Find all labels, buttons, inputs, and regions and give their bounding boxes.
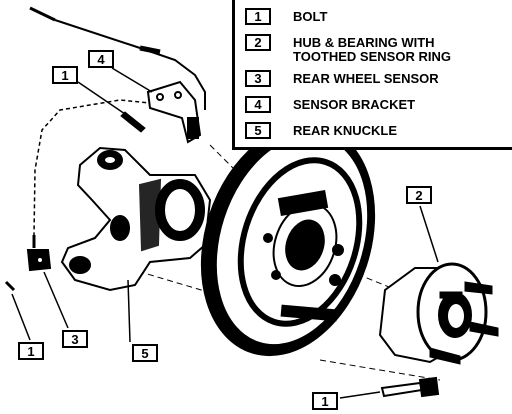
hub-bearing-assembly: [378, 262, 499, 365]
backing-plate: [200, 123, 376, 357]
legend-label: REAR KNUCKLE: [293, 122, 397, 138]
sensor-bracket: [146, 80, 202, 144]
legend-label: BOLT: [293, 8, 328, 24]
legend-item-hub-bearing: 2 HUB & BEARING WITH: [245, 32, 435, 52]
callout-bolt-top: 1: [52, 66, 78, 84]
leader-lines: [11, 67, 439, 399]
callout-sensor-bracket: 4: [88, 50, 114, 68]
hub-bolt: [380, 376, 440, 398]
legend-item-rear-knuckle: 5 REAR KNUCKLE: [245, 120, 397, 140]
legend-label: HUB & BEARING WITH: [293, 34, 435, 50]
legend-number: 5: [245, 121, 271, 139]
legend-number: 3: [245, 69, 271, 87]
legend-label: REAR WHEEL SENSOR: [293, 70, 439, 86]
rear-wheel-sensor: [4, 235, 52, 292]
callout-rear-wheel-sensor: 3: [62, 330, 88, 348]
bracket-bolt: [120, 111, 146, 133]
legend-number: 2: [245, 33, 271, 51]
legend-label-continued: TOOTHED SENSOR RING: [293, 49, 451, 64]
rear-knuckle: [60, 146, 212, 292]
legend-item-rear-wheel-sensor: 3 REAR WHEEL SENSOR: [245, 68, 439, 88]
legend-number: 1: [245, 7, 271, 25]
legend-number: 4: [245, 95, 271, 113]
callout-rear-knuckle: 5: [132, 344, 158, 362]
parts-legend: 1 BOLT 2 HUB & BEARING WITH TOOTHED SENS…: [232, 0, 512, 150]
callout-bolt-left: 1: [18, 342, 44, 360]
wheel-studs: [429, 281, 499, 365]
callout-hub-bearing: 2: [406, 186, 432, 204]
legend-item-sensor-bracket: 4 SENSOR BRACKET: [245, 94, 415, 114]
legend-item-bolt: 1 BOLT: [245, 6, 327, 26]
legend-label: SENSOR BRACKET: [293, 96, 416, 112]
callout-bolt-bottom: 1: [312, 392, 338, 410]
